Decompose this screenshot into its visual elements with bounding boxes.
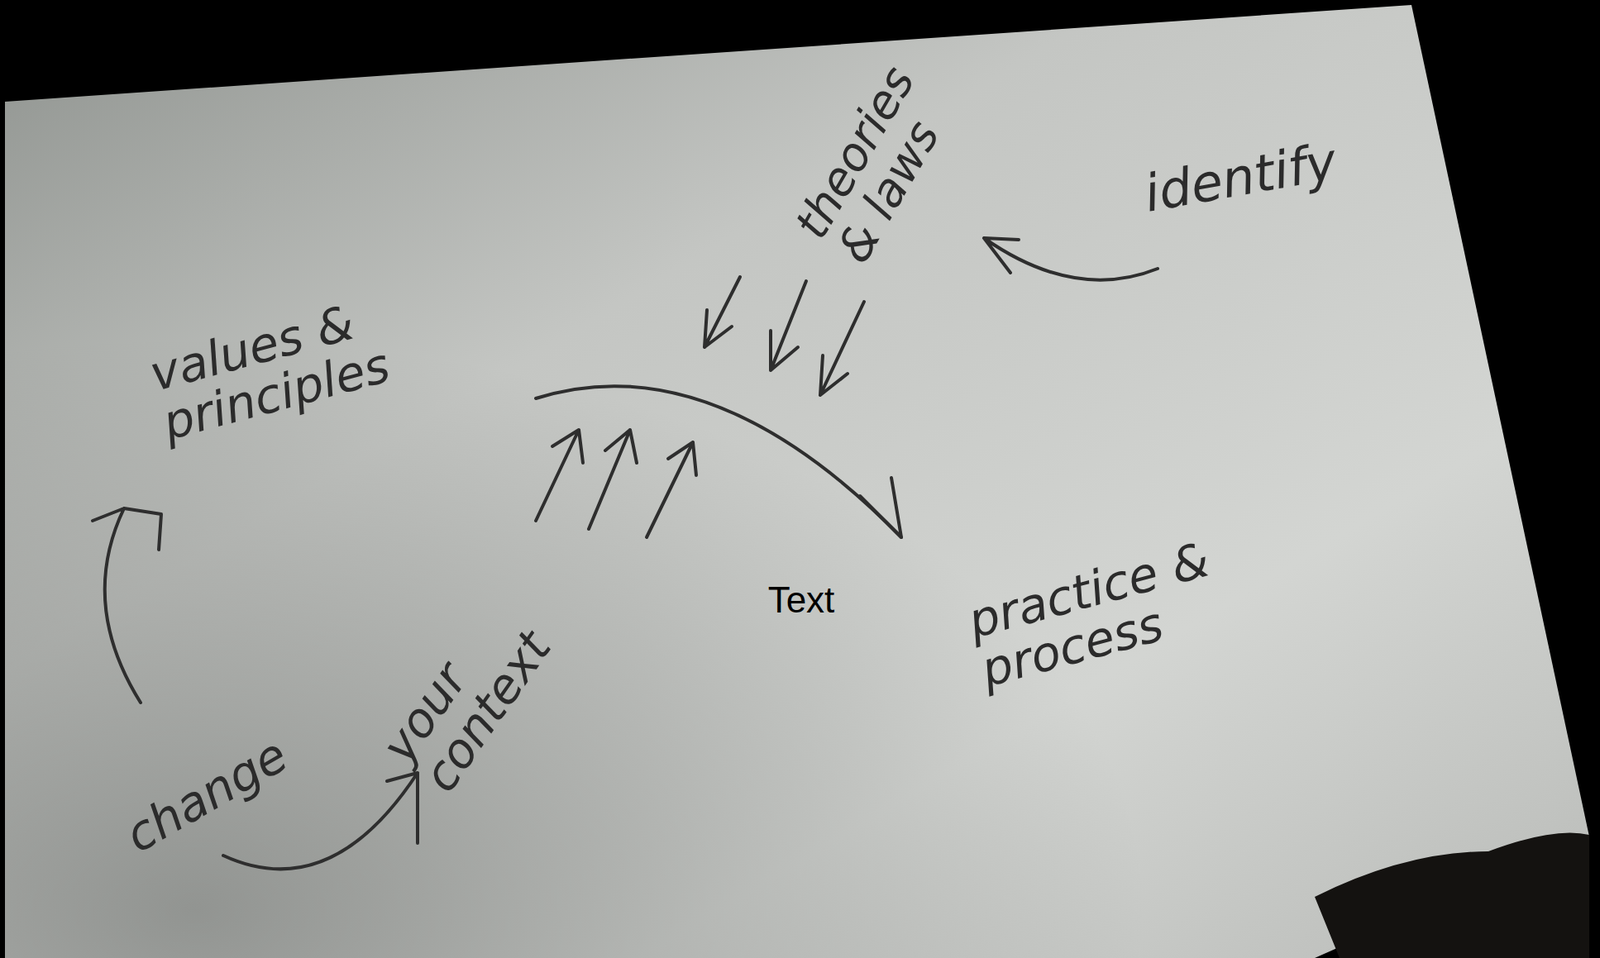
paper-face <box>4 4 1590 958</box>
main-curve-arrow <box>535 386 902 538</box>
arrowhead <box>859 477 902 538</box>
down-arrow <box>704 277 741 348</box>
down-arrow <box>770 281 807 371</box>
change-up-arrow <box>92 508 162 703</box>
up-arrow <box>646 442 697 538</box>
text-label: Text <box>768 581 836 620</box>
dark-smudge <box>1314 833 1590 958</box>
identify-arrow <box>983 238 1158 281</box>
down-arrow <box>820 301 865 396</box>
up-arrow <box>535 429 583 521</box>
paper-shadow <box>4 4 1590 958</box>
up-arrow <box>588 429 637 530</box>
